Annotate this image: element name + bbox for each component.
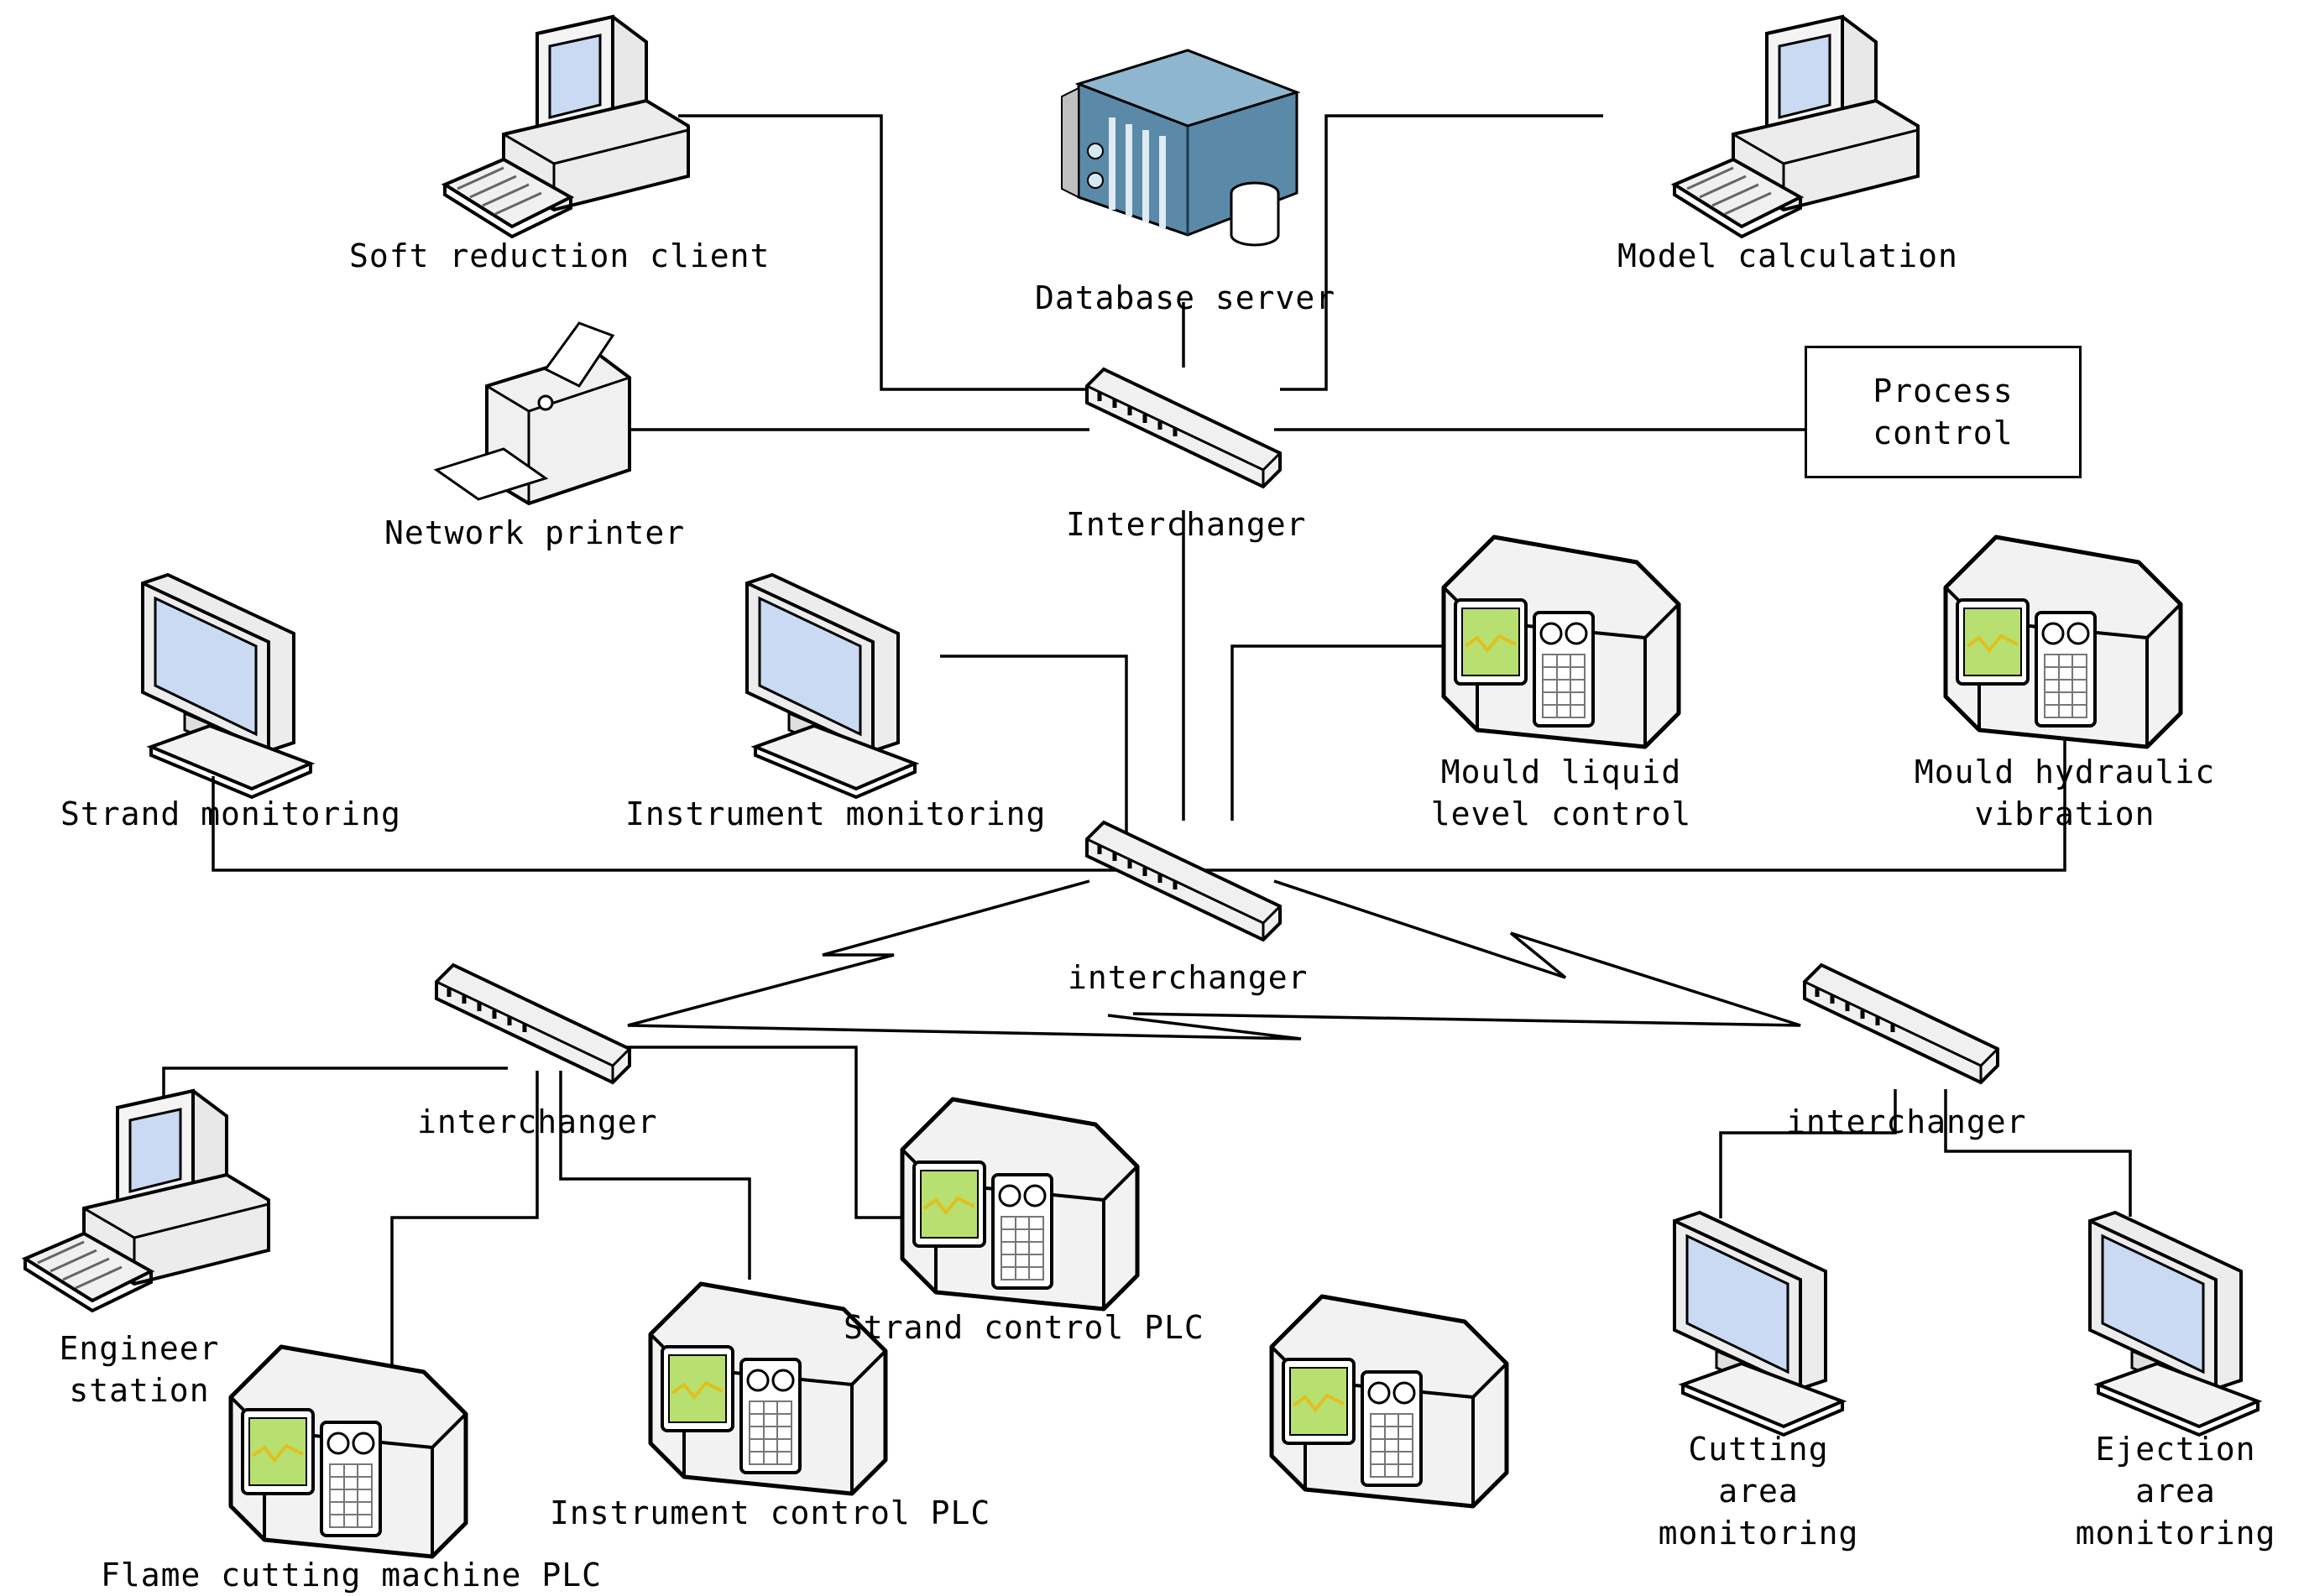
link-instrmon-switch — [940, 655, 1128, 834]
ejection-area-monitoring-icon — [2088, 1211, 2260, 1437]
label-cutting-area-monitoring: Cutting area monitoring — [1658, 1431, 1859, 1552]
link-model-switch — [1280, 114, 1603, 391]
link-left-flameplc — [390, 1071, 539, 1368]
network-printer-icon — [435, 321, 631, 505]
wireless-link-right — [1132, 879, 1801, 1027]
extra-plc-icon — [1272, 1296, 1507, 1506]
network-switch-icon — [1087, 822, 1280, 940]
link-left-strandplc — [625, 1046, 906, 1219]
label-strand-control-plc: Strand control PLC — [844, 1309, 1204, 1346]
label-ejection-area-monitoring: Ejection area monitoring — [2075, 1431, 2276, 1552]
engineer-station-icon — [24, 1089, 270, 1312]
link-left-instrplc — [559, 1071, 751, 1280]
link-right-ejectmon — [1944, 1089, 2132, 1217]
label-flame-cutting-machine-plc: Flame cutting machine PLC — [101, 1557, 602, 1593]
database-server-icon — [1062, 50, 1297, 245]
label-engineer-station: Engineer station — [59, 1330, 220, 1409]
link-mouldlevel-switch — [1230, 644, 1448, 821]
label-model-calculation: Model calculation — [1617, 237, 1958, 274]
mould-level-plc-icon — [1444, 537, 1679, 747]
process-control-box: Process control — [1805, 346, 2082, 478]
link-right-cutmon — [1719, 1089, 1897, 1218]
label-database-server: Database server — [1035, 279, 1336, 316]
label-interchanger-top: Interchanger — [1066, 506, 1307, 543]
strand-monitoring-icon — [141, 573, 312, 799]
label-interchanger-left: interchanger — [417, 1103, 658, 1140]
soft-reduction-client-icon — [443, 15, 690, 238]
label-strand-monitoring: Strand monitoring — [60, 795, 401, 832]
wireless-link-left — [627, 879, 1302, 1041]
label-instrument-monitoring: Instrument monitoring — [625, 795, 1047, 832]
network-switch-icon — [1087, 369, 1280, 487]
cutting-area-monitoring-icon — [1673, 1211, 1844, 1437]
link-client-switch — [678, 114, 1091, 391]
mould-vibration-plc-icon — [1946, 537, 2181, 747]
strand-control-plc-icon — [902, 1099, 1137, 1309]
label-network-printer: Network printer — [384, 514, 686, 551]
label-interchanger-mid: interchanger — [1068, 959, 1309, 996]
model-calculation-icon — [1673, 15, 1920, 238]
instrument-monitoring-icon — [745, 573, 917, 799]
label-mould-liquid-level-control: Mould liquid level control — [1430, 754, 1692, 832]
network-switch-icon — [1805, 965, 1998, 1082]
network-switch-icon — [436, 965, 630, 1082]
label-mould-hydraulic-vibration: Mould hydraulic vibration — [1914, 754, 2216, 832]
flame-cutting-plc-icon — [231, 1347, 466, 1557]
label-process-control: Process control — [1873, 373, 2014, 451]
label-interchanger-right: interchanger — [1786, 1103, 2027, 1140]
label-soft-reduction-client: Soft reduction client — [349, 237, 771, 274]
label-instrument-control-plc: Instrument control PLC — [550, 1494, 991, 1531]
